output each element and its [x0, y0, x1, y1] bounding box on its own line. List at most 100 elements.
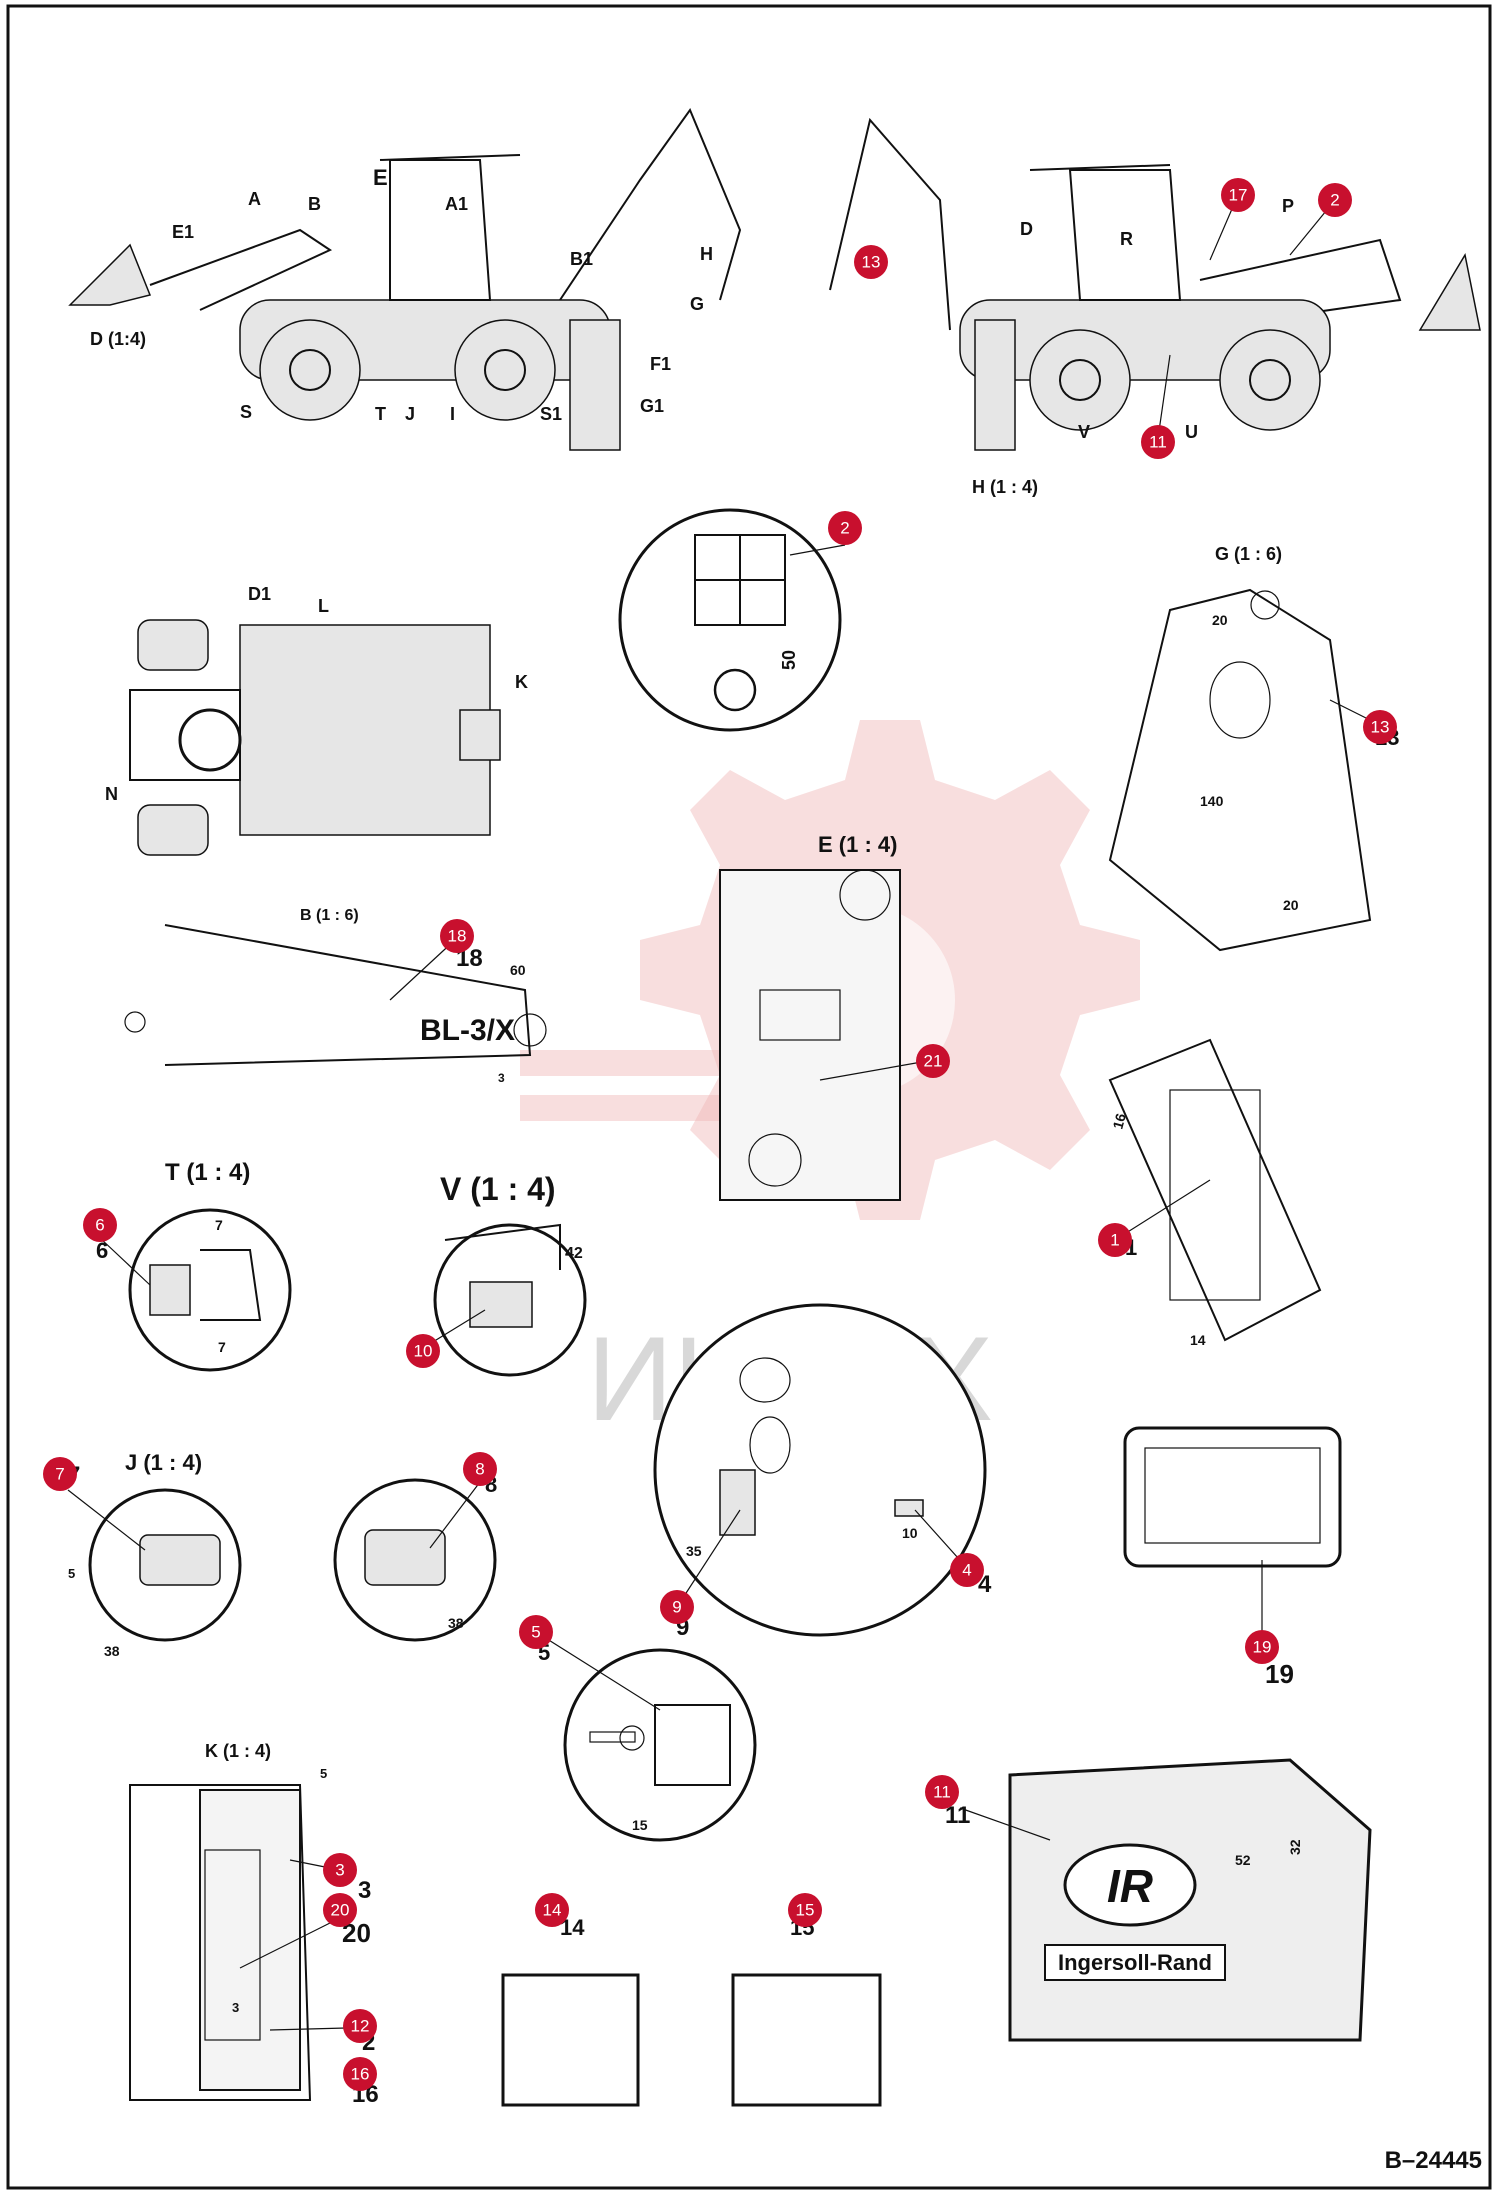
part-label-a: A	[248, 189, 261, 209]
dim-38b: 38	[448, 1615, 464, 1631]
callout-14[interactable]: 14	[535, 1893, 569, 1927]
detail-5	[563, 1648, 757, 1842]
decal-box-15	[731, 1973, 882, 2107]
callout-5[interactable]: 5	[519, 1615, 553, 1649]
svg-text:5: 5	[531, 1623, 540, 1642]
svg-text:3: 3	[335, 1861, 344, 1880]
ghost-3: 3	[358, 1877, 371, 1904]
callout-4[interactable]: 4	[950, 1553, 984, 1587]
svg-text:11: 11	[933, 1783, 951, 1802]
detail-b-boom	[124, 924, 547, 1066]
svg-text:17: 17	[1229, 186, 1248, 205]
part-label-t: T	[375, 404, 386, 424]
callout-7[interactable]: 7	[43, 1457, 77, 1491]
svg-text:16: 16	[351, 2065, 370, 2084]
detail-ir-panel	[1008, 1758, 1372, 2042]
svg-text:2: 2	[1330, 191, 1339, 210]
detail-j	[88, 1488, 242, 1642]
detail-decal-2	[618, 508, 842, 732]
detail-v	[433, 1223, 587, 1377]
svg-text:11: 11	[1149, 433, 1167, 452]
dim-16: 16	[1109, 1111, 1129, 1130]
part-label-i: I	[450, 404, 455, 424]
decal-bl3x: BL-3/X	[420, 1014, 515, 1047]
part-label-e1: E1	[172, 222, 194, 242]
svg-text:13: 13	[1371, 718, 1390, 737]
callout-15[interactable]: 15	[788, 1893, 822, 1927]
dim-38a: 38	[104, 1643, 120, 1659]
callout-2-top[interactable]: 2	[1318, 183, 1352, 217]
callout-19[interactable]: 19	[1245, 1630, 1279, 1664]
ghost-6: 6	[96, 1238, 108, 1263]
view-label-t: T (1 : 4)	[165, 1159, 250, 1186]
detail-decal-sheet-19	[1123, 1426, 1342, 1568]
callout-8[interactable]: 8	[463, 1452, 497, 1486]
callout-13-g[interactable]: 13	[1363, 710, 1397, 744]
svg-text:8: 8	[475, 1460, 484, 1479]
part-label-v: V	[1078, 422, 1090, 442]
dim-20a: 20	[1212, 612, 1228, 628]
svg-text:7: 7	[55, 1465, 64, 1484]
part-label-d: D	[1020, 219, 1033, 239]
detail-lever-panel	[653, 1303, 987, 1637]
callout-6[interactable]: 6	[83, 1208, 117, 1242]
svg-text:13: 13	[862, 253, 881, 272]
dim-50: 50	[779, 650, 799, 670]
callout-17[interactable]: 17	[1221, 178, 1255, 212]
view-label-g: G (1 : 6)	[1215, 544, 1282, 564]
dim-60: 60	[510, 962, 526, 978]
dim-10: 10	[902, 1525, 918, 1541]
dim-35: 35	[686, 1543, 702, 1559]
part-label-k: K	[515, 672, 528, 692]
part-label-b1: B1	[570, 249, 593, 269]
svg-text:21: 21	[924, 1052, 943, 1071]
part-label-s1: S1	[540, 404, 562, 424]
dim-15: 15	[632, 1817, 648, 1833]
dim-32: 32	[1287, 1839, 1303, 1855]
dim-3b: 3	[232, 2000, 239, 2015]
callout-11-detail[interactable]: 11	[925, 1775, 959, 1809]
dim-52: 52	[1235, 1852, 1251, 1868]
callout-13-top[interactable]: 13	[854, 245, 888, 279]
callout-11-top[interactable]: 11	[1141, 425, 1175, 459]
callout-18[interactable]: 18	[440, 919, 474, 953]
detail-decal-sheet-1	[1108, 1038, 1322, 1342]
part-label-h: H	[700, 244, 713, 264]
callout-9[interactable]: 9	[660, 1590, 694, 1624]
view-label-j: J (1 : 4)	[125, 1450, 202, 1475]
view-label-b: B (1 : 6)	[300, 907, 359, 924]
part-label-d1: D1	[248, 584, 271, 604]
view-label-d: D (1:4)	[90, 329, 146, 349]
ir-logo-text: IR	[1107, 1860, 1153, 1912]
part-label-g: G	[690, 294, 704, 314]
callout-16[interactable]: 16	[343, 2057, 377, 2091]
svg-text:4: 4	[962, 1561, 971, 1580]
part-label-n: N	[105, 784, 118, 804]
detail-k-panel	[129, 1784, 312, 2101]
ghost-19: 19	[1265, 1659, 1294, 1689]
callout-3[interactable]: 3	[323, 1853, 357, 1887]
part-label-p: P	[1282, 196, 1294, 216]
dim-140: 140	[1200, 793, 1224, 809]
callout-1[interactable]: 1	[1098, 1223, 1132, 1257]
part-label-s: S	[240, 402, 252, 422]
decal-box-14	[501, 1973, 640, 2107]
callout-10[interactable]: 10	[406, 1334, 440, 1368]
callout-21[interactable]: 21	[916, 1044, 950, 1078]
machine-top-view	[129, 619, 501, 856]
callout-12[interactable]: 12	[343, 2009, 377, 2043]
callout-20[interactable]: 20	[323, 1893, 357, 1927]
svg-text:12: 12	[351, 2017, 370, 2036]
dim-14: 14	[1190, 1332, 1206, 1348]
detail-8	[333, 1478, 497, 1642]
part-label-l: L	[318, 596, 329, 616]
svg-text:14: 14	[543, 1901, 562, 1920]
svg-text:19: 19	[1253, 1638, 1272, 1657]
dim-3a: 3	[498, 1071, 505, 1085]
detail-t	[128, 1208, 292, 1372]
dim-7a: 7	[215, 1217, 223, 1233]
svg-text:9: 9	[672, 1598, 681, 1617]
dim-5a: 5	[68, 1566, 75, 1581]
callout-2-detail[interactable]: 2	[828, 511, 862, 545]
part-label-a1: A1	[445, 194, 468, 214]
